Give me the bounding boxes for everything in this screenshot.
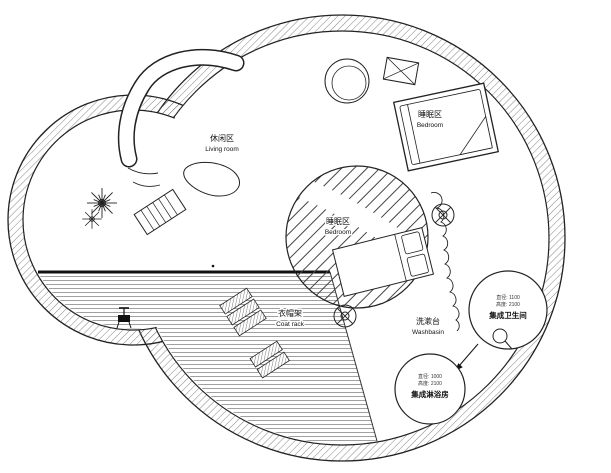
toilet-icon xyxy=(492,328,513,350)
ceiling-fixture-icon xyxy=(333,304,357,328)
rug xyxy=(133,188,187,236)
living-room-label-zh: 休闲区 xyxy=(210,133,234,143)
curtain-wavy-line xyxy=(430,192,460,332)
bathroom-size-note: 高度: 2100 xyxy=(496,301,520,308)
center-platform-outline xyxy=(285,165,429,309)
shower-pod-label: 集成淋浴房 xyxy=(410,389,449,399)
upper-bedroom-label-en: Bedroom xyxy=(417,122,443,129)
sofa-cushion-line xyxy=(127,167,159,175)
bathroom-pod xyxy=(468,270,548,350)
center-bedroom-label-zh: 睡眠区 xyxy=(326,217,350,226)
round-table xyxy=(324,58,370,104)
center-bed xyxy=(331,226,435,298)
center-bedroom xyxy=(285,165,435,309)
sofa-cushion-line xyxy=(132,181,161,187)
curved-sofa xyxy=(117,48,245,168)
plant-icon xyxy=(82,209,102,229)
plant-icon xyxy=(87,188,117,218)
shower-size-note: 直径: 1000 xyxy=(418,373,442,380)
coat-rack-label-zh: 衣帽架 xyxy=(278,308,302,318)
upper-bedroom-bed xyxy=(392,82,500,172)
coffee-table xyxy=(183,161,241,197)
skylight-icon xyxy=(382,56,420,86)
living-room-label-en: Living room xyxy=(205,146,239,153)
coat-rack-group xyxy=(219,287,267,337)
bathroom-pod-label: 集成卫生间 xyxy=(488,310,527,320)
washbasin-label-en: Washbasin xyxy=(412,329,444,336)
wall-dot xyxy=(211,264,215,268)
center-bedroom-label-en: Bedroom xyxy=(325,229,351,236)
labels: 休闲区 Living room 睡眠区 Bedroom 睡眠区 Bedroom … xyxy=(204,109,527,400)
ceiling-fixture-icon xyxy=(431,203,455,227)
coat-rack-group xyxy=(249,340,290,379)
grill-icon xyxy=(116,307,132,329)
upper-bedroom-label-zh: 睡眠区 xyxy=(418,110,442,119)
shower-pod xyxy=(394,353,466,425)
washbasin-label-zh: 洗漱台 xyxy=(416,316,440,326)
shower-size-note: 高度: 2100 xyxy=(418,380,442,387)
coat-rack-label-en: Coat rack xyxy=(276,321,305,328)
living-room xyxy=(82,48,245,236)
bathroom-size-note: 直径: 1100 xyxy=(496,294,520,301)
